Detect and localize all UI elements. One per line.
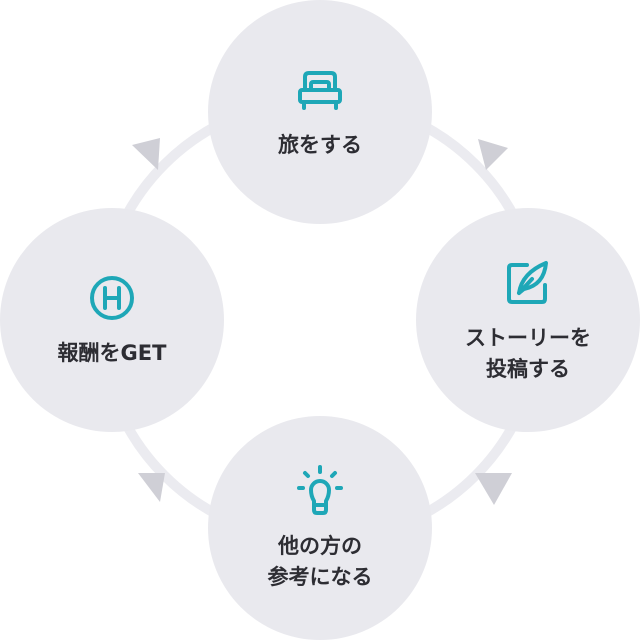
node-post-story-label-line1: ストーリーを — [465, 325, 591, 350]
node-travel-label: 旅をする — [278, 133, 362, 158]
node-get-reward: 報酬をGET — [0, 208, 224, 432]
node-post-story-label: ストーリーを 投稿する — [465, 323, 591, 386]
bed-icon — [298, 71, 342, 111]
lightbulb-icon — [297, 464, 343, 515]
node-inspire-others: 他の方の 参考になる — [208, 416, 432, 640]
arrow-top-left — [132, 138, 160, 170]
node-inspire-others-label-line2: 参考になる — [267, 565, 373, 589]
node-travel: 旅をする — [208, 0, 432, 224]
node-post-story: ストーリーを 投稿する — [416, 208, 640, 432]
node-post-story-label-line2: 投稿する — [486, 357, 570, 381]
arrow-bottom-left — [138, 473, 165, 502]
h-coin-icon — [90, 276, 134, 321]
node-get-reward-label: 報酬をGET — [57, 341, 167, 366]
arrow-top-right — [478, 139, 508, 170]
node-inspire-others-label-line1: 他の方の — [278, 533, 362, 558]
feather-pen-icon — [507, 260, 548, 304]
node-inspire-others-label: 他の方の 参考になる — [268, 531, 373, 594]
arrow-bottom-right — [475, 473, 512, 505]
